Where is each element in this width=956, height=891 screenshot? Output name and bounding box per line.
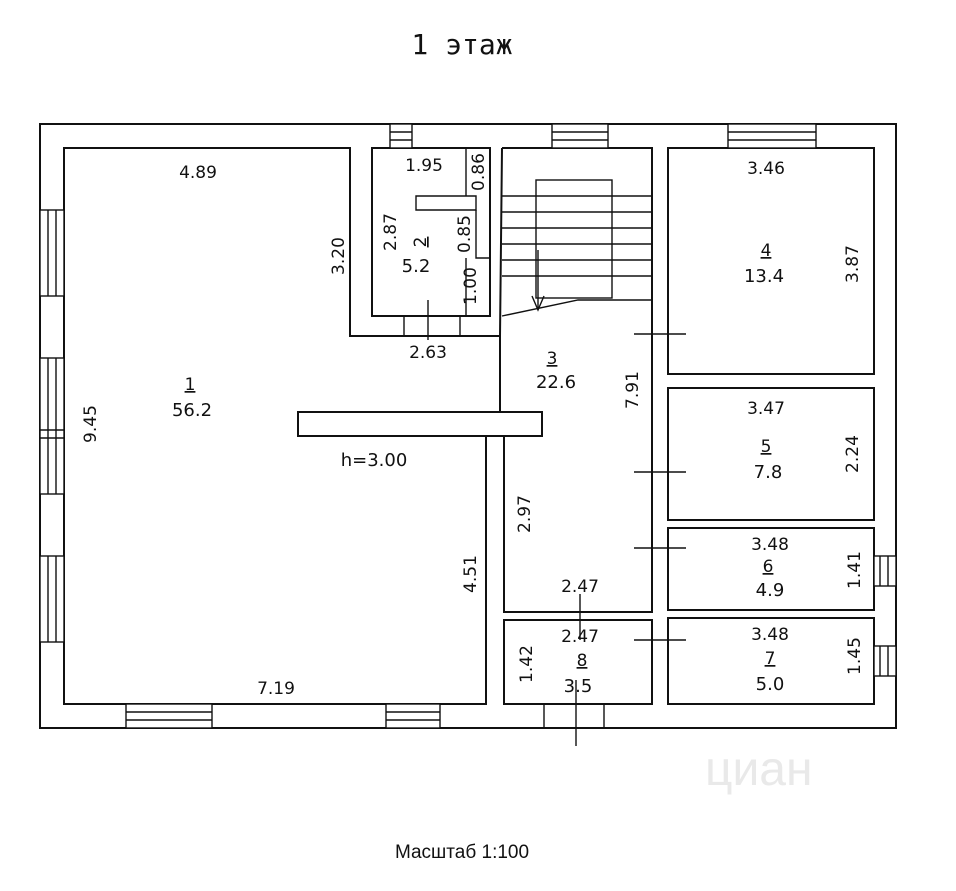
dim-r3-left-lower: 2.97 <box>515 495 535 533</box>
window-left-1 <box>39 209 65 297</box>
dim-r2-top: 1.95 <box>405 156 443 176</box>
dim-r6-top: 3.48 <box>751 535 789 555</box>
watermark-text: циан <box>705 743 813 796</box>
dim-r1-top: 4.89 <box>179 163 217 183</box>
room-number-4: 4 <box>761 241 772 261</box>
window-right-1 <box>873 555 897 587</box>
dim-r2-b: 0.85 <box>455 215 475 253</box>
room-area-2: 5.2 <box>402 256 431 277</box>
windows <box>39 123 897 729</box>
ceiling-height: h=3.00 <box>341 450 408 471</box>
dim-r6-right: 1.41 <box>845 551 865 589</box>
dim-r2-left: 2.87 <box>381 213 401 251</box>
dim-r2-a: 0.86 <box>469 153 489 191</box>
dim-r1-right-upper: 3.20 <box>329 237 349 275</box>
stair-arrow-icon <box>531 295 545 312</box>
dim-r5-right: 2.24 <box>843 435 863 473</box>
room-area-3: 22.6 <box>536 372 576 393</box>
room-number-3: 3 <box>547 349 558 369</box>
scale-label: Масштаб 1:100 <box>395 842 529 863</box>
dim-r8-top: 2.47 <box>561 627 599 647</box>
room-number-5: 5 <box>761 437 772 457</box>
floor-title: 1 этаж <box>411 28 512 61</box>
window-bottom-2 <box>385 703 441 729</box>
dimension-labels: 4.89 9.45 3.20 4.51 7.19 1.95 2.87 0.86 … <box>81 153 865 699</box>
window-left-3 <box>39 555 65 643</box>
dim-r8-left: 1.42 <box>517 645 537 683</box>
room-area-7: 5.0 <box>756 674 785 695</box>
room-2 <box>371 147 491 340</box>
room-area-6: 4.9 <box>756 580 785 601</box>
room-number-8: 8 <box>577 651 588 671</box>
room-3 <box>499 147 653 613</box>
dim-r1-right-lower: 4.51 <box>461 555 481 593</box>
dim-r1-bottom: 7.19 <box>257 679 295 699</box>
dim-r4-right: 3.87 <box>843 245 863 283</box>
dim-r4-top: 3.46 <box>747 159 785 179</box>
room-area-8: 3.5 <box>564 676 593 697</box>
room-area-4: 13.4 <box>744 266 784 287</box>
room-number-7: 7 <box>765 649 776 669</box>
room-number-1: 1 <box>185 375 196 395</box>
room-number-2: 2 <box>411 237 431 248</box>
room-area-5: 7.8 <box>754 462 783 483</box>
window-top-2 <box>551 123 609 149</box>
dim-r2-c: 1.00 <box>461 267 481 305</box>
room-area-1: 56.2 <box>172 400 212 421</box>
dim-r1-left: 9.45 <box>81 405 101 443</box>
room-number-6: 6 <box>763 557 774 577</box>
room-labels: 1 56.2 2 5.2 3 22.6 4 13.4 5 7.8 6 4.9 7… <box>172 237 784 697</box>
window-bottom-1 <box>125 703 213 729</box>
dim-r7-right: 1.45 <box>845 637 865 675</box>
dim-r5-top: 3.47 <box>747 399 785 419</box>
window-top-3 <box>727 123 817 149</box>
window-right-2 <box>873 645 897 677</box>
dim-r3-bottom: 2.47 <box>561 577 599 597</box>
dim-r7-top: 3.48 <box>751 625 789 645</box>
window-top-1 <box>389 123 413 149</box>
window-left-2 <box>39 357 65 495</box>
door-marks <box>562 312 686 664</box>
stair-treads <box>502 195 652 277</box>
dim-r2-bottom: 2.63 <box>409 343 447 363</box>
dim-r3-right: 7.91 <box>623 371 643 409</box>
